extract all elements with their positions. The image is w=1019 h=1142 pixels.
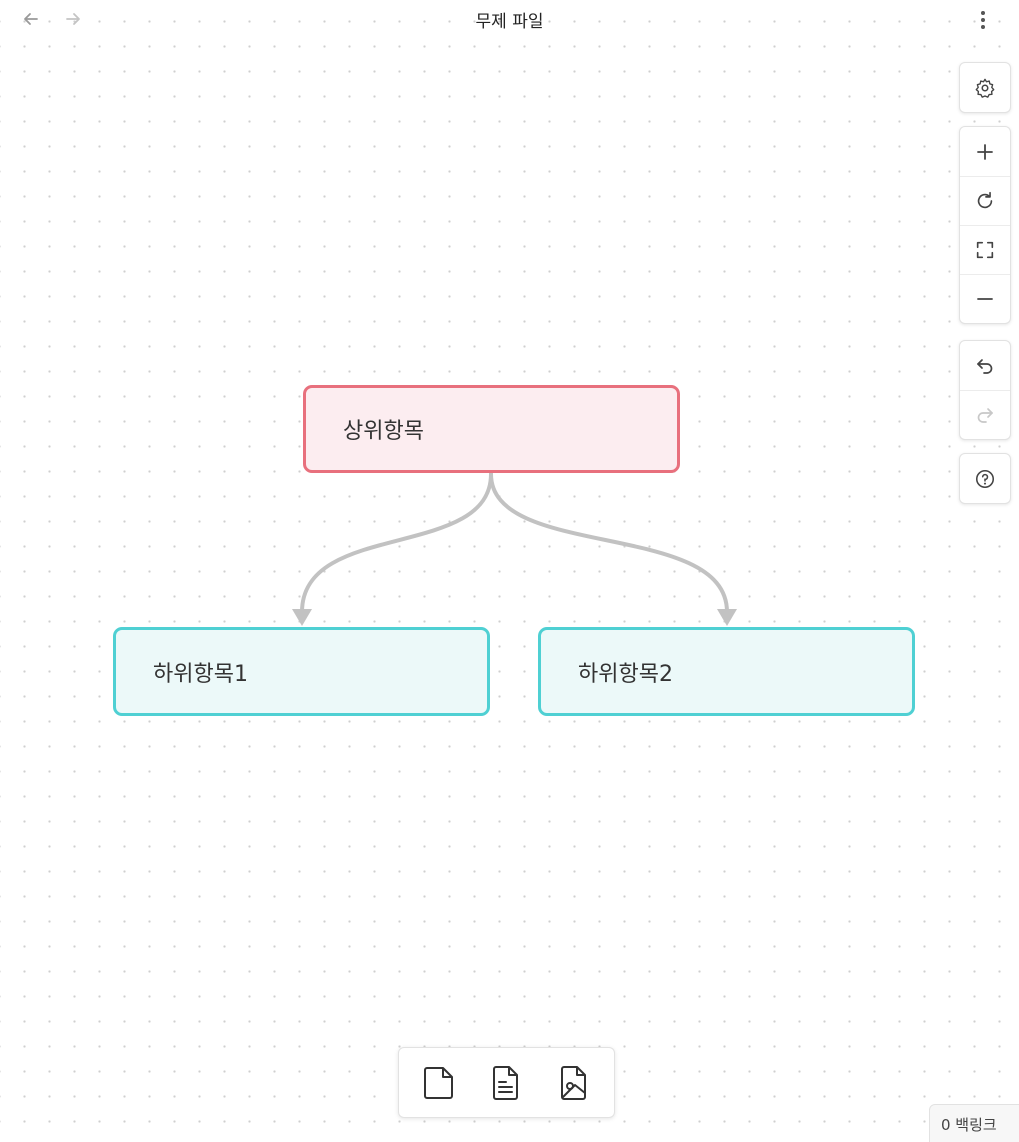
settings-group bbox=[959, 62, 1011, 113]
back-button[interactable] bbox=[18, 6, 44, 32]
plus-icon bbox=[977, 143, 993, 160]
redo-icon bbox=[977, 408, 993, 423]
canvas-node-child-1[interactable]: 하위항목1 bbox=[113, 627, 490, 716]
canvas-node-child-2[interactable]: 하위항목2 bbox=[538, 627, 915, 716]
gear-icon bbox=[975, 78, 995, 98]
add-media-button[interactable] bbox=[547, 1056, 601, 1110]
node-label: 하위항목2 bbox=[578, 661, 673, 687]
arrow-left-icon bbox=[24, 13, 38, 25]
undo-icon bbox=[977, 358, 993, 374]
add-note-button[interactable] bbox=[479, 1056, 533, 1110]
node-label: 상위항목 bbox=[343, 419, 424, 444]
minus-icon bbox=[977, 298, 993, 300]
zoom-to-fit-button[interactable] bbox=[960, 225, 1010, 274]
zoom-out-button[interactable] bbox=[960, 274, 1010, 323]
help-button[interactable] bbox=[960, 454, 1010, 503]
zoom-controls bbox=[959, 126, 1011, 324]
settings-button[interactable] bbox=[960, 63, 1010, 112]
arrowhead-child1 bbox=[292, 609, 312, 626]
backlinks-status[interactable]: 0 백링크 bbox=[929, 1104, 1019, 1142]
reset-zoom-button[interactable] bbox=[960, 176, 1010, 225]
media-card-icon bbox=[561, 1065, 587, 1100]
help-circle-icon bbox=[975, 469, 995, 488]
note-card-icon bbox=[493, 1065, 519, 1100]
more-options-button[interactable] bbox=[970, 6, 996, 34]
refresh-icon bbox=[977, 191, 993, 209]
view-header: 무제 파일 bbox=[0, 0, 1019, 40]
forward-button[interactable] bbox=[60, 6, 86, 32]
redo-button[interactable] bbox=[960, 390, 1010, 439]
more-vertical-icon bbox=[981, 11, 985, 29]
edge-parent-child1[interactable] bbox=[300, 472, 493, 614]
fit-screen-icon bbox=[976, 241, 994, 259]
help-group bbox=[959, 453, 1011, 504]
arrowhead-child2 bbox=[717, 609, 737, 626]
add-card-button[interactable] bbox=[412, 1056, 466, 1110]
undo-button[interactable] bbox=[960, 341, 1010, 390]
history-controls bbox=[959, 340, 1011, 440]
arrow-right-icon bbox=[66, 13, 80, 25]
canvas-node-parent[interactable]: 상위항목 bbox=[303, 385, 680, 473]
file-title[interactable]: 무제 파일 bbox=[475, 12, 544, 32]
blank-card-icon bbox=[423, 1066, 453, 1099]
card-creation-toolbar bbox=[398, 1047, 615, 1118]
edge-parent-child2[interactable] bbox=[489, 472, 729, 614]
zoom-in-button[interactable] bbox=[960, 127, 1010, 176]
node-label: 하위항목1 bbox=[153, 661, 248, 687]
